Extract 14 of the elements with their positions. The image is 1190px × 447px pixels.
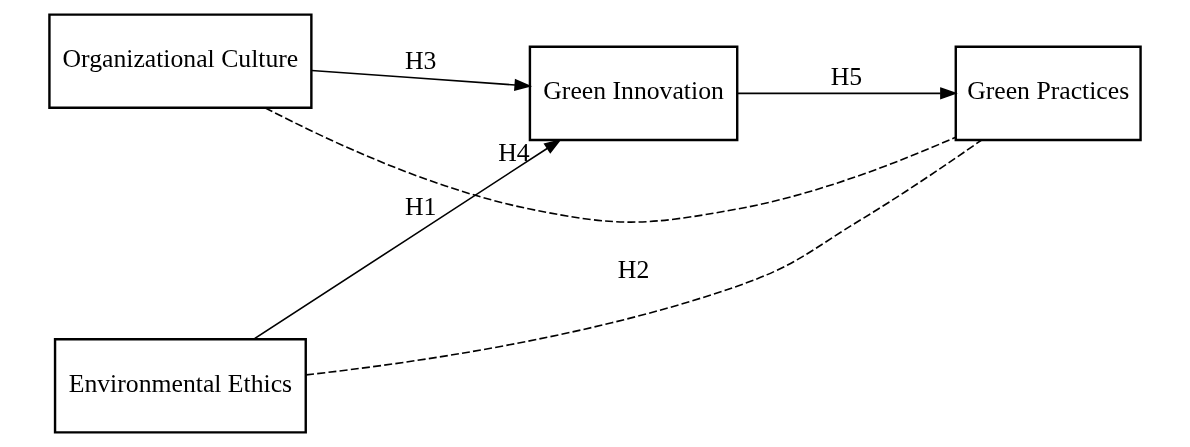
connector <box>264 107 957 223</box>
edge-label: H5 <box>830 61 863 91</box>
node-box: Organizational Culture <box>48 13 313 109</box>
arrow <box>253 139 562 340</box>
edge-label: H1 <box>404 192 437 222</box>
edge-label: H3 <box>404 45 437 75</box>
node-box: Green Practices <box>954 45 1142 142</box>
node-box: Green Innovation <box>528 45 739 142</box>
arrow <box>310 69 533 92</box>
node-label: H4 <box>498 137 530 167</box>
node-box: Environmental Ethics <box>53 338 307 434</box>
arrow <box>736 87 958 100</box>
connector <box>305 139 983 376</box>
edge-label: H2 <box>617 254 650 284</box>
